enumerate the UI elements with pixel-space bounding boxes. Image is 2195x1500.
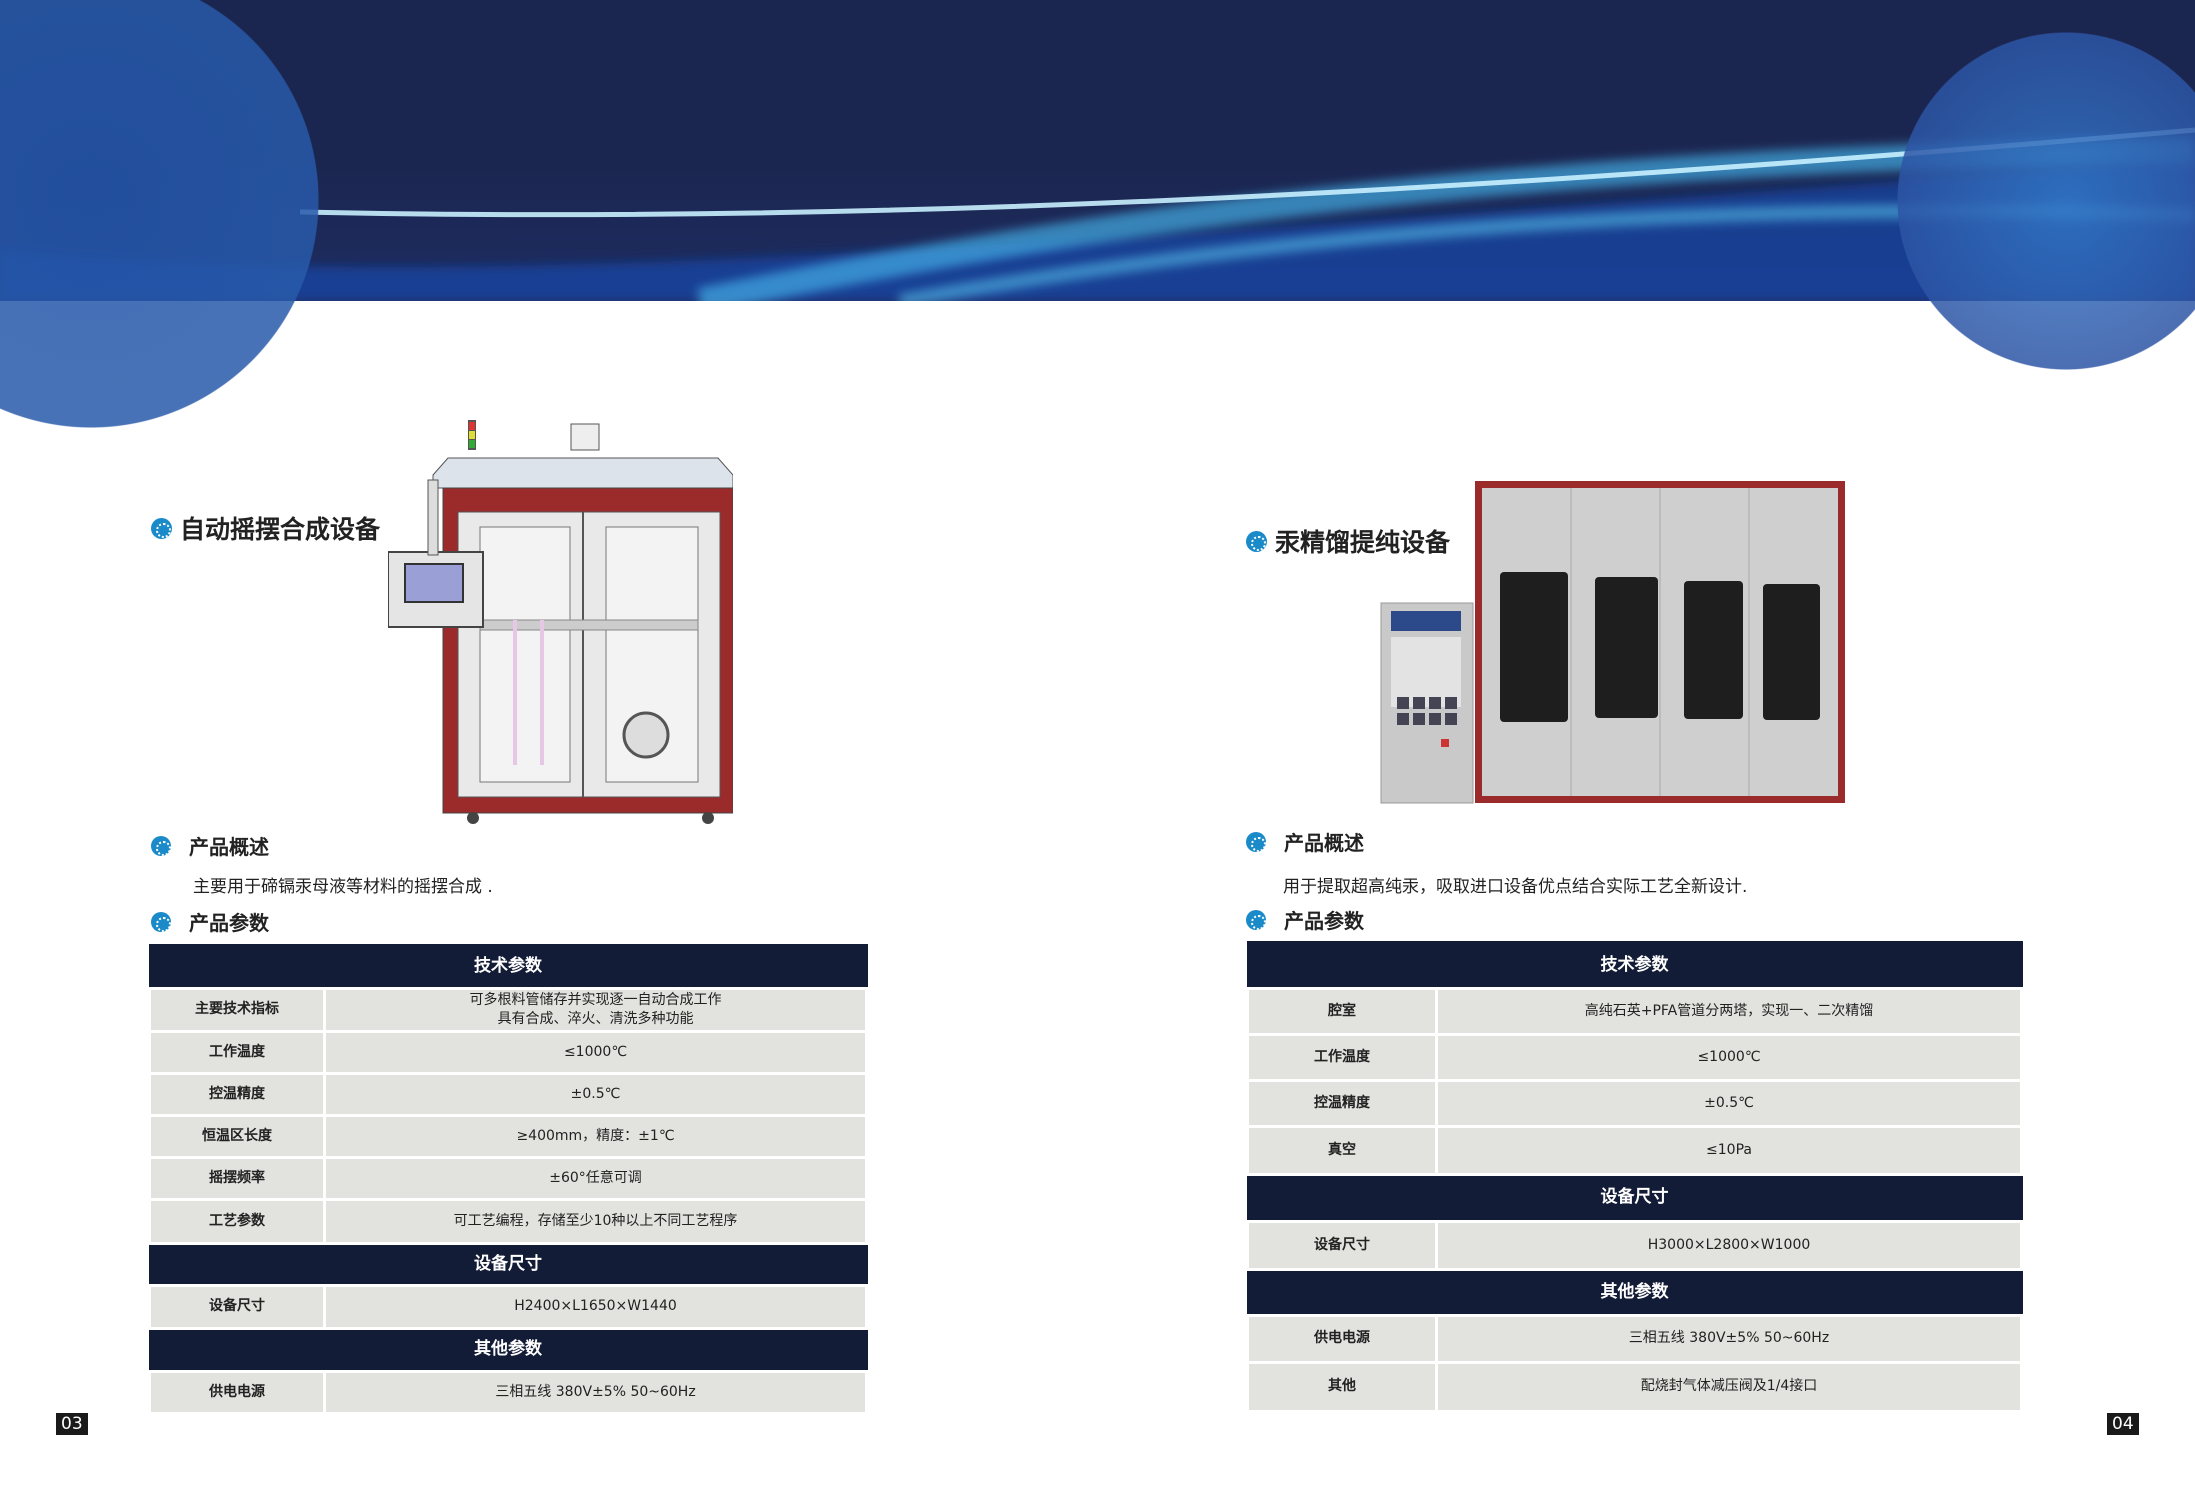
- section-heading: 产品参数: [189, 911, 269, 935]
- table-row: 供电电源三相五线 380V±5% 50~60Hz: [148, 1369, 868, 1415]
- table-row: 控温精度±0.5℃: [1246, 1078, 2023, 1128]
- row-value: H3000×L2800×W1000: [1435, 1219, 2023, 1271]
- table-row: 工作温度≤1000℃: [1246, 1032, 2023, 1082]
- table-section-header: 设备尺寸: [1246, 1173, 2023, 1222]
- params-heading-right: 产品参数: [1246, 905, 1364, 934]
- row-value-line: 可多根料管储存并实现逐一自动合成工作: [469, 992, 722, 1009]
- table-row: 恒温区长度≥400mm，精度：±1℃: [148, 1113, 868, 1159]
- table-row: 腔室高纯石英+PFA管道分两塔，实现一、二次精馏: [1246, 986, 2023, 1036]
- page-number-left: 03: [56, 1413, 88, 1435]
- row-value: ±60°任意可调: [323, 1155, 868, 1201]
- row-value: 三相五线 380V±5% 50~60Hz: [1435, 1313, 2023, 1364]
- table-row: 供电电源三相五线 380V±5% 50~60Hz: [1246, 1313, 2023, 1364]
- mercury-distillation-machine-image: [1380, 481, 1845, 804]
- row-label: 恒温区长度: [148, 1113, 326, 1159]
- row-value: ≤1000℃: [1435, 1032, 2023, 1082]
- row-value: ≤10Pa: [1435, 1124, 2023, 1176]
- row-label: 主要技术指标: [148, 986, 326, 1033]
- row-label: 其他: [1246, 1360, 1438, 1413]
- light-waves: [0, 127, 2195, 301]
- section-heading: 产品概述: [1284, 831, 1364, 855]
- product-title-left: 自动摇摆合成设备: [151, 510, 380, 546]
- row-label: 腔室: [1246, 986, 1438, 1036]
- row-value: 可多根料管储存并实现逐一自动合成工作具有合成、淬火、清洗多种功能: [323, 986, 868, 1033]
- table-section-header: 设备尺寸: [148, 1242, 868, 1286]
- decorative-circle-right: [1897, 32, 2195, 370]
- params-heading-left: 产品参数: [151, 907, 269, 936]
- table-section-header: 其他参数: [148, 1327, 868, 1372]
- bullet-icon: [151, 911, 171, 932]
- table-row: 真空≤10Pa: [1246, 1124, 2023, 1176]
- light-wave: [0, 160, 2195, 301]
- table-row: 主要技术指标 可多根料管储存并实现逐一自动合成工作具有合成、淬火、清洗多种功能: [148, 986, 868, 1033]
- table-row: 工艺参数可工艺编程，存储至少10种以上不同工艺程序: [148, 1197, 868, 1245]
- rocking-synthesis-machine-image: [388, 420, 733, 824]
- row-value-line: 具有合成、淬火、清洗多种功能: [497, 1010, 694, 1027]
- row-value: 三相五线 380V±5% 50~60Hz: [323, 1369, 868, 1415]
- table-section-header: 技术参数: [1246, 941, 2023, 989]
- row-label: 控温精度: [1246, 1078, 1438, 1128]
- row-label: 工作温度: [148, 1029, 326, 1075]
- table-row: 工作温度≤1000℃: [148, 1029, 868, 1075]
- row-value: 高纯石英+PFA管道分两塔，实现一、二次精馏: [1435, 986, 2023, 1036]
- row-label: 设备尺寸: [148, 1283, 326, 1330]
- table-section-header: 其他参数: [1246, 1268, 2023, 1316]
- bullet-icon: [1246, 909, 1266, 930]
- page-number-right: 04: [2107, 1413, 2139, 1435]
- product-title-text: 汞精馏提纯设备: [1275, 528, 1451, 557]
- decorative-circle-left: [0, 0, 319, 428]
- row-label: 控温精度: [148, 1071, 326, 1117]
- header-banner: [0, 0, 2195, 301]
- section-heading: 产品概述: [189, 835, 269, 859]
- overview-text-right: 用于提取超高纯汞，吸取进口设备优点结合实际工艺全新设计.: [1283, 877, 1748, 897]
- table-row: 控温精度±0.5℃: [148, 1071, 868, 1117]
- table-row: 摇摆频率±60°任意可调: [148, 1155, 868, 1201]
- overview-text-left: 主要用于碲镉汞母液等材料的摇摆合成 .: [193, 877, 493, 897]
- row-label: 供电电源: [148, 1369, 326, 1415]
- row-label: 摇摆频率: [148, 1155, 326, 1201]
- row-label: 工艺参数: [148, 1197, 326, 1245]
- row-label: 真空: [1246, 1124, 1438, 1176]
- row-value: ≤1000℃: [323, 1029, 868, 1075]
- bullet-icon: [151, 517, 172, 539]
- table-section-header: 技术参数: [148, 944, 868, 989]
- table-row: 其他配烧封气体减压阀及1/4接口: [1246, 1360, 2023, 1413]
- row-label: 工作温度: [1246, 1032, 1438, 1082]
- overview-heading-right: 产品概述: [1246, 827, 1364, 856]
- light-wave: [299, 127, 2195, 218]
- spec-table-right: 技术参数 腔室高纯石英+PFA管道分两塔，实现一、二次精馏 工作温度≤1000℃…: [1246, 941, 2023, 1413]
- row-value: 可工艺编程，存储至少10种以上不同工艺程序: [323, 1197, 868, 1245]
- section-heading: 产品参数: [1284, 909, 1364, 933]
- bullet-icon: [1246, 831, 1266, 852]
- product-title-text: 自动摇摆合成设备: [180, 515, 381, 544]
- row-value: H2400×L1650×W1440: [323, 1283, 868, 1330]
- row-value: ±0.5℃: [323, 1071, 868, 1117]
- overview-heading-left: 产品概述: [151, 831, 269, 860]
- spec-table-left: 技术参数 主要技术指标 可多根料管储存并实现逐一自动合成工作具有合成、淬火、清洗…: [148, 944, 868, 1415]
- row-value: 配烧封气体减压阀及1/4接口: [1435, 1360, 2023, 1413]
- bullet-icon: [1246, 530, 1267, 552]
- row-label: 设备尺寸: [1246, 1219, 1438, 1271]
- row-value: ≥400mm，精度：±1℃: [323, 1113, 868, 1159]
- row-value: ±0.5℃: [1435, 1078, 2023, 1128]
- row-label: 供电电源: [1246, 1313, 1438, 1364]
- product-title-right: 汞精馏提纯设备: [1246, 523, 1450, 559]
- bullet-icon: [151, 835, 171, 856]
